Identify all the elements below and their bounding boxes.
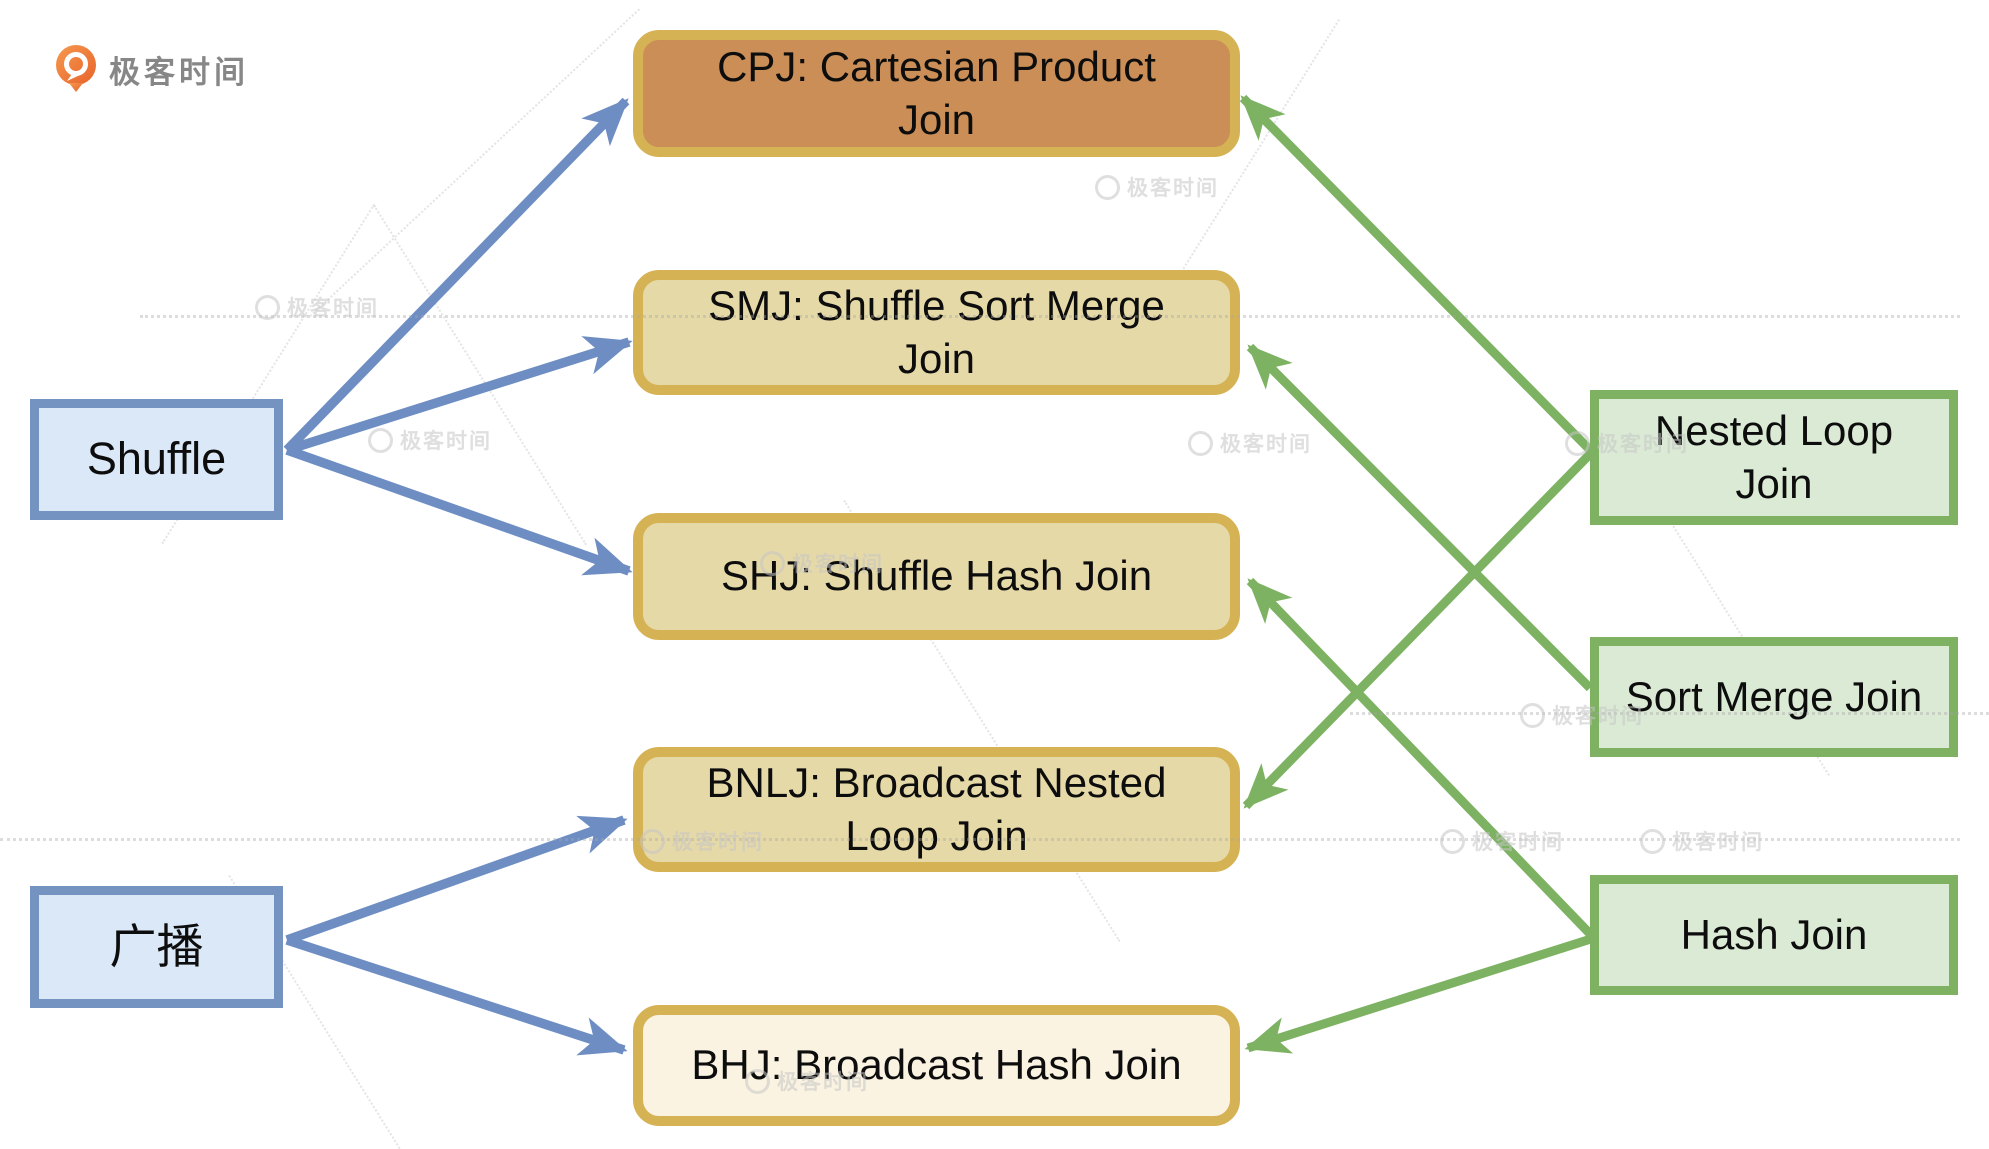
edge-broadcast-bhj [285,935,628,1056]
watermark: 极客时间 [1640,826,1764,856]
edge-broadcast-bnlj [285,815,628,945]
geektime-drop-icon [56,45,96,92]
geektime-logo: 极客时间 [55,44,249,94]
node-bhj: BHJ: Broadcast Hash Join [633,1005,1240,1126]
node-cpj-line1: CPJ: Cartesian Product [717,43,1156,90]
circle-q-icon [1440,828,1465,854]
edge-hashjoin-bhj [1244,933,1596,1054]
watermark: 极客时间 [1188,428,1312,458]
node-nlj-line2: Join [1735,459,1813,507]
circle-q-icon [255,294,280,320]
node-bnlj-line1: BNLJ: Broadcast Nested [706,759,1167,806]
edge-shuffle-shj [285,445,633,576]
edge-nestedloop-cpj [1239,94,1596,456]
node-hash-join: Hash Join [1590,875,1958,995]
node-nlj-line1: Nested Loop [1654,407,1894,454]
circle-q-icon [1565,430,1590,456]
node-bhj-line1: BHJ: Broadcast Hash Join [691,1041,1182,1089]
watermark: 极客时间 [1095,172,1219,202]
edge-sortmerge-smj [1246,343,1594,692]
node-sortmerge-line1: Sort Merge Join [1625,672,1923,720]
geektime-logo-text: 极客时间 [109,54,249,90]
edge-shuffle-cpj [283,97,630,454]
node-broadcast: 广播 [30,886,283,1008]
edge-hashjoin-shj [1246,577,1598,942]
node-shuffle: Shuffle [30,399,283,520]
lattice-line [309,8,640,317]
node-smj-line1: SMJ: Shuffle Sort Merge [708,282,1165,329]
edge-nestedloop-bnlj [1242,448,1596,810]
lattice-line [373,205,587,546]
node-smj: SMJ: Shuffle Sort Merge Join [633,270,1240,395]
node-cpj-line2: Join [897,95,976,143]
watermark: 极客时间 [1440,826,1564,856]
circle-q-icon [1188,430,1213,456]
node-bnlj-line2: Loop Join [845,811,1028,859]
watermark: 极客时间 [368,425,492,455]
node-broadcast-label: 广播 [109,919,204,973]
circle-q-icon [1520,702,1545,728]
node-hashjoin-line1: Hash Join [1680,910,1868,958]
node-shj: SHJ: Shuffle Hash Join [633,513,1240,640]
node-sort-merge-join: Sort Merge Join [1590,637,1958,757]
node-smj-line2: Join [897,334,976,382]
node-bnlj: BNLJ: Broadcast Nested Loop Join [633,747,1240,872]
watermark: 极客时间 [255,292,379,322]
node-shuffle-label: Shuffle [86,433,227,485]
circle-q-icon [368,427,393,453]
node-shj-line1: SHJ: Shuffle Hash Join [720,552,1153,600]
node-cpj: CPJ: Cartesian Product Join [633,30,1240,157]
circle-q-icon [1640,828,1665,854]
edge-shuffle-smj [285,336,633,455]
circle-q-icon [1095,174,1120,200]
node-nested-loop-join: Nested Loop Join [1590,390,1958,525]
